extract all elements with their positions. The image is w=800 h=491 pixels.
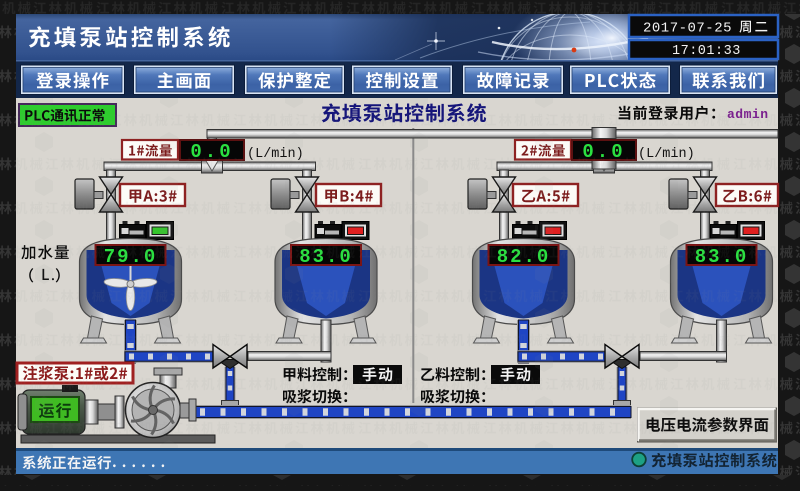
svg-text:17:01:33: 17:01:33: [672, 44, 741, 59]
svg-text:2017-07-25: 2017-07-25: [643, 21, 732, 37]
